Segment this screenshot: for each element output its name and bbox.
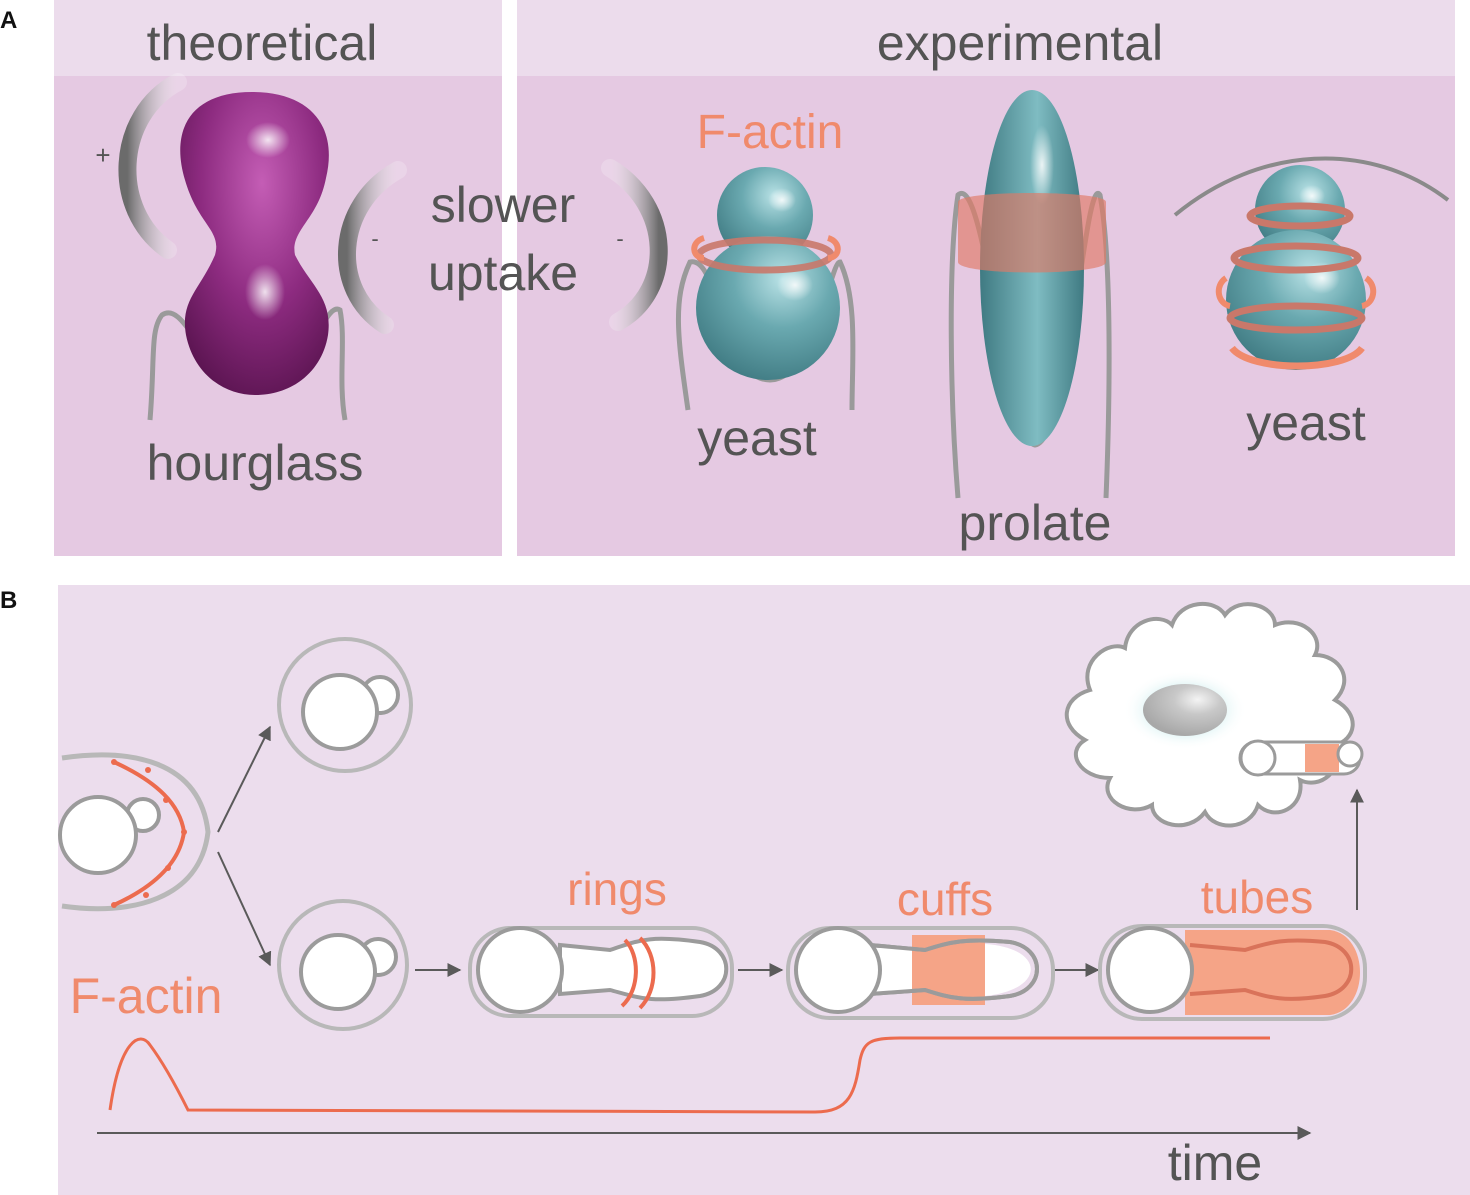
factin-label-b: F-actin bbox=[70, 968, 223, 1024]
initial-cell bbox=[58, 752, 211, 912]
minus-sign-left: - bbox=[371, 226, 378, 251]
positive-arc bbox=[118, 73, 187, 259]
internalized-tube bbox=[1238, 739, 1364, 777]
engulfed-cell-top bbox=[277, 637, 413, 773]
tubes-cell bbox=[1098, 924, 1367, 1021]
cuffs-cell bbox=[786, 926, 1055, 1020]
factin-level-curve bbox=[108, 1036, 1270, 1114]
hourglass-label: hourglass bbox=[147, 435, 364, 491]
theoretical-header: theoretical bbox=[147, 15, 378, 71]
rings-actin bbox=[620, 936, 656, 1010]
cup-arc bbox=[1173, 156, 1450, 217]
cuffs-label: cuffs bbox=[897, 873, 993, 925]
hourglass-shape bbox=[147, 92, 348, 421]
experimental-header: experimental bbox=[877, 15, 1163, 71]
arrow-up-branch bbox=[217, 725, 271, 833]
plus-sign: + bbox=[95, 140, 110, 170]
arrow-down-branch bbox=[217, 851, 272, 967]
panel-b-letter: B bbox=[0, 587, 17, 614]
uptake-label: uptake bbox=[428, 245, 578, 301]
slower-label: slower bbox=[431, 177, 575, 233]
negative-arc-left bbox=[338, 161, 407, 334]
engulfed-cell-bottom bbox=[277, 899, 409, 1031]
yeast-label-1: yeast bbox=[697, 410, 817, 466]
yeast-label-2: yeast bbox=[1246, 395, 1366, 451]
actin-rings-yeast-2 bbox=[1215, 202, 1377, 370]
minus-sign-right: - bbox=[616, 226, 623, 251]
factin-label-a: F-actin bbox=[697, 106, 844, 159]
tubes-label: tubes bbox=[1201, 871, 1314, 923]
rings-label: rings bbox=[567, 863, 667, 915]
prolate-label: prolate bbox=[959, 495, 1112, 551]
actin-ring-1 bbox=[691, 235, 841, 274]
panel-a-letter: A bbox=[0, 7, 17, 34]
rings-cell bbox=[468, 926, 734, 1018]
negative-arc-right bbox=[601, 159, 668, 331]
actin-cuff-prolate bbox=[958, 193, 1106, 273]
time-label: time bbox=[1168, 1135, 1262, 1191]
